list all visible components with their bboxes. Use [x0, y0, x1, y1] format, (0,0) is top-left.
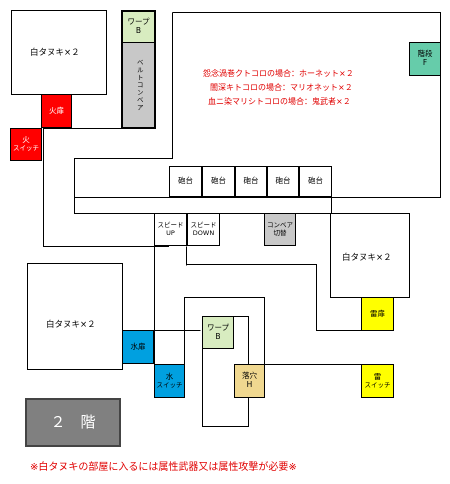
room-mid-right-label: 白タヌキ×２ [342, 253, 392, 263]
stairs-f-line1: 階段 [417, 49, 433, 59]
water-switch-line2: スイッチ [156, 380, 183, 389]
belt-conveyor: ベルトコンベア [122, 43, 155, 128]
speed-up-line1: スピード [157, 221, 184, 230]
thunder-switch-line1: 雷 [373, 371, 382, 381]
conveyor-switch: コンベア 切替 [264, 213, 296, 246]
cannon-2-label: 砲台 [211, 176, 226, 186]
thunder-switch-line2: スイッチ [364, 380, 391, 389]
stairs-f: 階段 F [409, 42, 441, 76]
stairs-f-line2: F [422, 58, 428, 67]
pit-h-line2: H [246, 380, 253, 389]
thunder-switch: 雷 スイッチ [361, 364, 394, 398]
water-switch-line1: 水 [165, 371, 174, 381]
note-line-2: 闇深キトコロの場合：マリオネット×２ [210, 83, 353, 92]
speed-down-tile: スピード DOWN [187, 213, 220, 246]
cannon-5: 砲台 [299, 166, 332, 197]
lower-corridor-outline [154, 246, 362, 331]
warp-b-bottom-line2: B [215, 331, 221, 341]
thunder-door-label: 雷扉 [370, 308, 385, 318]
cannon-4: 砲台 [267, 166, 299, 197]
main-area-outline [43, 12, 441, 247]
speed-up-tile: スピード UP [154, 213, 187, 246]
floor-label-box: ２ 階 [25, 398, 121, 447]
cannon-1: 砲台 [169, 166, 202, 197]
floor-label: ２ 階 [50, 412, 96, 431]
cannon-5-label: 砲台 [308, 176, 323, 186]
conveyor-switch-line1: コンベア [267, 221, 293, 230]
cannon-3: 砲台 [235, 166, 267, 197]
fire-door-label: 火扉 [49, 105, 64, 115]
warp-b-bottom-line1: ワープ [206, 322, 230, 332]
cannon-4-label: 砲台 [275, 176, 291, 186]
room-top-left-label: 白タヌキ×２ [30, 48, 80, 58]
footer-note: ※白タヌキの部屋に入るには属性武器又は属性攻撃が必要※ [30, 462, 297, 473]
thunder-door: 雷扉 [361, 297, 394, 331]
speed-up-line2: UP [166, 228, 175, 237]
note-line-3: 血ニ染マリシトコロの場合：鬼武者×２ [208, 97, 351, 106]
cannon-3-label: 砲台 [243, 176, 259, 186]
cannon-1-label: 砲台 [178, 176, 193, 186]
fire-switch-line1: 火 [22, 135, 30, 145]
note-line-1: 怨念渦巻クトコロの場合：ホーネット×２ [203, 69, 354, 78]
water-door: 水扉 [122, 330, 154, 364]
pit-h-line1: 落穴 [242, 371, 257, 381]
warp-b-top-line2: B [135, 26, 142, 35]
water-door-label: 水扉 [130, 341, 146, 351]
room-bottom-left-label: 白タヌキ×２ [46, 320, 96, 330]
warp-b-top-line1: ワープ [127, 17, 150, 27]
cannon-2: 砲台 [202, 166, 235, 197]
fire-switch-line2: スイッチ [13, 144, 39, 153]
fire-switch: 火 スイッチ [10, 128, 42, 161]
speed-down-line1: スピード [190, 221, 217, 230]
speed-down-line2: DOWN [192, 228, 215, 237]
warp-b-bottom-tile: ワープ B [202, 316, 234, 349]
room-bottom-left-outline [27, 263, 123, 370]
conveyor-switch-line2: 切替 [273, 228, 287, 237]
fire-door: 火扉 [41, 94, 72, 128]
water-switch: 水 スイッチ [154, 364, 185, 398]
belt-conveyor-label: ベルトコンベア [135, 58, 144, 112]
warp-b-top-tile: ワープ B [122, 11, 155, 43]
pit-h-tile: 落穴 H [234, 364, 265, 398]
